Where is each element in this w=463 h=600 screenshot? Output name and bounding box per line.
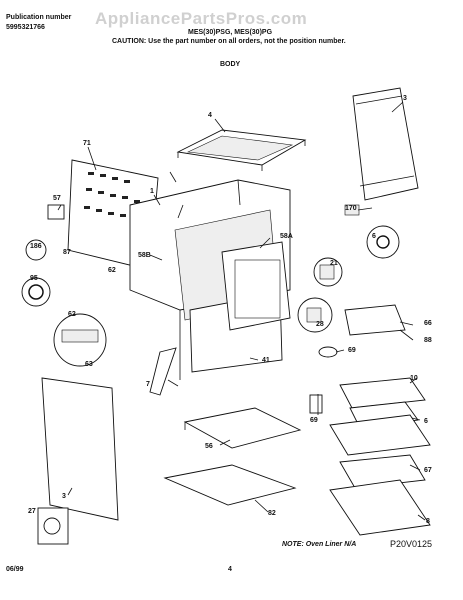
part-number-callouts: 71 4 3 57 1 58A 58B 186 87 95 62 62 63 1… <box>28 95 432 525</box>
publication-label: Publication number <box>6 14 72 21</box>
callout-67: 67 <box>424 467 432 474</box>
callout-69-top: 69 <box>348 347 356 354</box>
callout-4: 4 <box>208 112 212 119</box>
oven-body-drawing <box>129 179 291 380</box>
watermark: AppliancePartsPros.com <box>95 9 308 28</box>
callout-56: 56 <box>205 443 213 450</box>
callout-57: 57 <box>53 195 61 202</box>
diagram-code: P20V0125 <box>390 539 433 549</box>
callout-1: 1 <box>150 188 154 195</box>
cooktop-panel-drawing <box>176 129 307 171</box>
page-number: 4 <box>228 566 232 573</box>
callout-88: 88 <box>424 337 432 344</box>
callout-87-left: 87 <box>63 249 71 256</box>
callout-63: 63 <box>85 361 93 368</box>
section-title: BODY <box>220 61 241 68</box>
callout-41: 41 <box>262 357 270 364</box>
callout-58a: 58A <box>280 233 293 240</box>
leader-lines <box>57 101 426 521</box>
model-numbers: MES(30)PSG, MES(30)PG <box>188 29 273 36</box>
callout-186: 186 <box>30 243 42 250</box>
callout-7: 7 <box>146 381 150 388</box>
callout-10: 10 <box>410 375 418 382</box>
callout-62: 62 <box>68 311 76 318</box>
callout-66: 66 <box>424 320 432 327</box>
callout-69: 69 <box>310 417 318 424</box>
callout-21: 21 <box>330 260 338 267</box>
callout-58b: 58B <box>138 252 151 259</box>
callout-71: 71 <box>83 140 91 147</box>
callout-3-right: 3 <box>403 95 407 102</box>
callout-28: 28 <box>316 321 324 328</box>
callout-6-top: 6 <box>372 233 376 240</box>
callout-6: 6 <box>424 418 428 425</box>
callout-27: 27 <box>28 508 36 515</box>
callout-95: 95 <box>30 275 38 282</box>
callout-170: 170 <box>345 205 357 212</box>
revision-date: 06/99 <box>6 566 24 573</box>
callout-8: 8 <box>426 518 430 525</box>
caution-note: CAUTION: Use the part number on all orde… <box>112 38 346 45</box>
oven-liner-note: NOTE: Oven Liner N/A <box>282 541 357 548</box>
publication-number: 5995321766 <box>6 24 45 31</box>
right-side-panel-drawing <box>352 87 419 201</box>
callout-3-left: 3 <box>62 493 66 500</box>
callout-82: 82 <box>268 510 276 517</box>
callout-62-top: 62 <box>108 267 116 274</box>
